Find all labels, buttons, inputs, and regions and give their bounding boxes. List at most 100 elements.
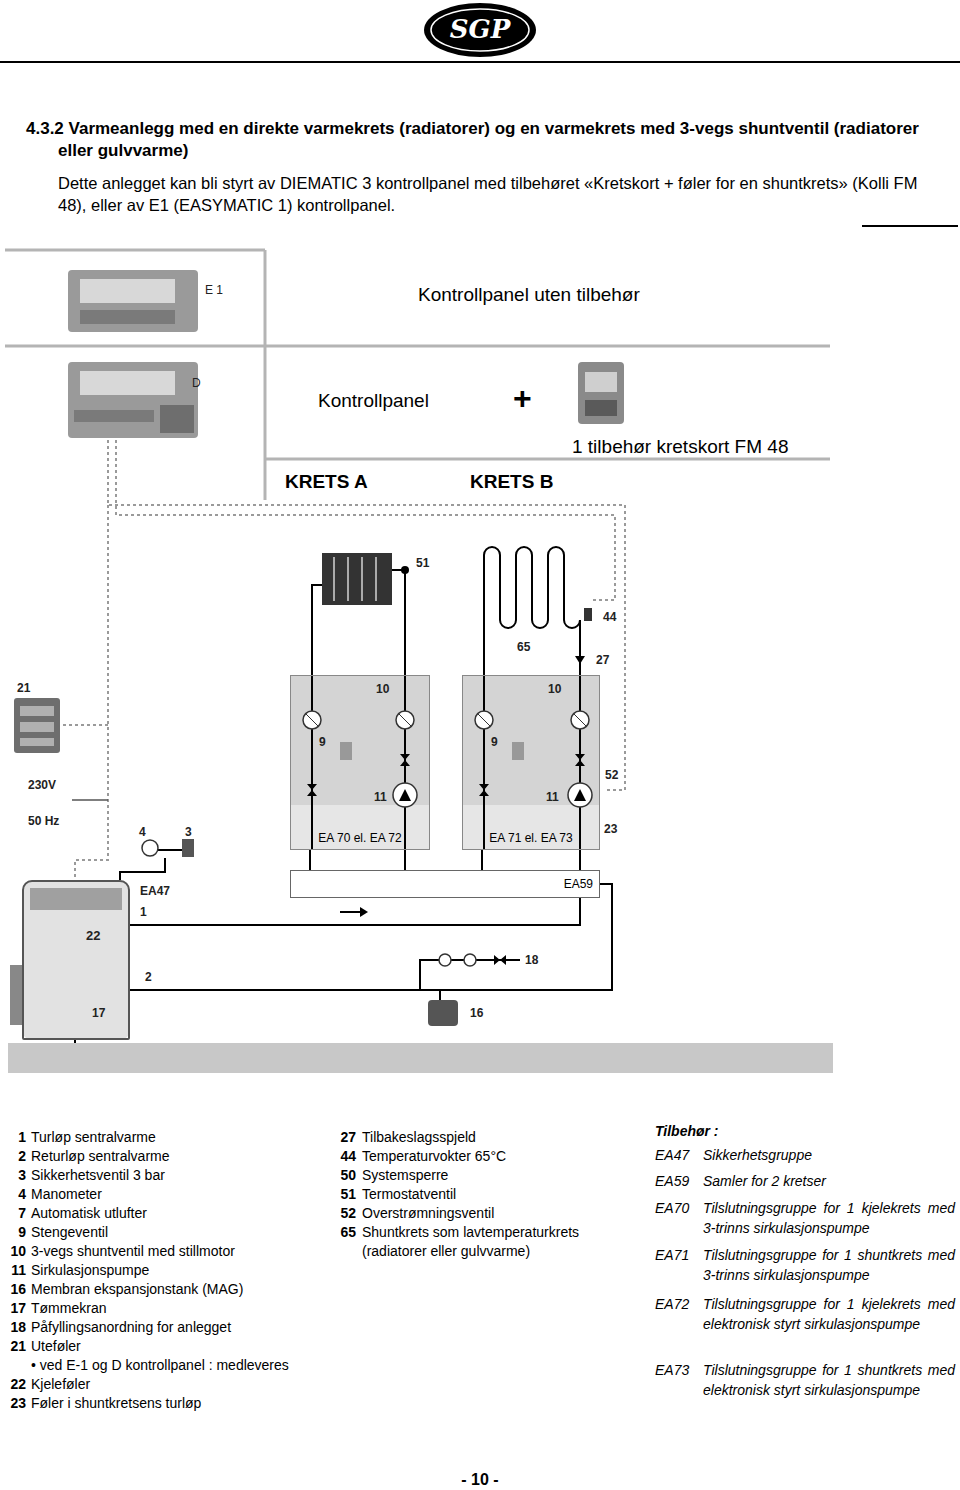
accessory-code: EA73: [655, 1360, 703, 1380]
logo-text: SGP: [426, 13, 534, 46]
pipe-connector: [130, 898, 580, 925]
connection-group: EA 70 el. EA 72: [290, 675, 430, 850]
accessory-text: Samler for 2 kretser: [703, 1171, 955, 1191]
legend-number: 44: [334, 1147, 356, 1166]
callout-number: 3: [185, 825, 199, 839]
legend-number: 23: [4, 1394, 26, 1413]
accessory-text: Sikkerhetsgruppe: [703, 1145, 955, 1165]
accessory-text: Tilslutningsgruppe for 1 shuntkrets med …: [703, 1245, 955, 1285]
callout-number: 11: [374, 790, 394, 804]
legend-number: 21: [4, 1337, 26, 1356]
callout-number: 10: [376, 682, 400, 696]
callout-number: 17: [92, 1006, 112, 1020]
accessory-code: EA71: [655, 1245, 703, 1265]
callout-number: 51: [416, 556, 440, 570]
legend-text: Temperaturvokter 65°C: [362, 1147, 642, 1166]
accessory-label: 1 tilbehør kretskort FM 48: [572, 435, 842, 459]
legend-number: 9: [4, 1223, 26, 1242]
legend-number: 3: [4, 1166, 26, 1185]
intro-paragraph: Dette anlegget kan bli styrt av DIEMATIC…: [58, 172, 943, 216]
legend-text: Turløp sentralvarme: [31, 1128, 331, 1147]
callout-number: 52: [605, 768, 625, 782]
node-label: 22: [86, 928, 100, 943]
boiler-box: 22: [22, 880, 130, 1040]
node-label: EA 70 el. EA 72: [318, 831, 401, 845]
legend-number: 27: [334, 1128, 356, 1147]
accessory-code: EA70: [655, 1198, 703, 1218]
legend-text: Tilbakeslagsspjeld: [362, 1128, 642, 1147]
legend-note: • ved E-1 og D kontrollpanel : medlevere…: [31, 1356, 331, 1375]
callout-number: 16: [470, 1006, 492, 1020]
legend-number: 4: [4, 1185, 26, 1204]
legend-text: Sikkerhetsventil 3 bar: [31, 1166, 331, 1185]
accessory-code: EA47: [655, 1145, 703, 1165]
legend-text: Overstrømningsventil: [362, 1204, 642, 1223]
callout-number: 9: [491, 735, 507, 749]
circuit-label: KRETS B: [470, 470, 590, 494]
band-heading: Kontrollpanel uten tilbehør: [418, 283, 748, 307]
plus-sign: +: [513, 382, 543, 414]
legend-number: 7: [4, 1204, 26, 1223]
callout-number: 44: [603, 610, 627, 624]
legend-number: 22: [4, 1375, 26, 1394]
legend-text: Stengeventil: [31, 1223, 331, 1242]
callout-number: 10: [548, 682, 572, 696]
pipe-connector: [481, 850, 483, 870]
legend-text: Sirkulasjonspumpe: [31, 1261, 331, 1280]
legend-number: 16: [4, 1280, 26, 1299]
panel-label: D: [192, 376, 222, 391]
callout-number: 9: [319, 735, 335, 749]
accessory-code: EA59: [655, 1171, 703, 1191]
legend-number: 11: [4, 1261, 26, 1280]
legend-number: 10: [4, 1242, 26, 1261]
legend-number: 1: [4, 1128, 26, 1147]
accessory-code: EA72: [655, 1294, 703, 1314]
collector-box: EA59: [290, 870, 600, 898]
callout-number: 4: [139, 825, 153, 839]
legend-number: 17: [4, 1299, 26, 1318]
legend-text: Uteføler: [31, 1337, 331, 1356]
legend-text: Tømmekran: [31, 1299, 331, 1318]
legend-text: Automatisk utlufter: [31, 1204, 331, 1223]
legend-text: Returløp sentralvarme: [31, 1147, 331, 1166]
circuit-label: KRETS A: [285, 470, 405, 494]
accessory-text: Tilslutningsgruppe for 1 kjelekrets med …: [703, 1294, 955, 1334]
accessory-text: Tilslutningsgruppe for 1 shuntkrets med …: [703, 1360, 955, 1400]
legend-text: Manometer: [31, 1185, 331, 1204]
legend-text: Påfyllingsanordning for anlegget: [31, 1318, 331, 1337]
accessory-heading: Tilbehør :: [655, 1122, 855, 1141]
callout-number: 18: [525, 953, 547, 967]
legend-text: 3-vegs shuntventil med stillmotor: [31, 1242, 331, 1261]
callout-number: EA47: [140, 884, 180, 898]
legend-number: 65: [334, 1223, 356, 1242]
legend-text: Shuntkrets som lavtemperaturkrets (radia…: [362, 1223, 642, 1261]
legend-text: Systemsperre: [362, 1166, 642, 1185]
pipe-connector: [309, 850, 311, 870]
callout-number: 27: [596, 653, 620, 667]
band-heading: Kontrollpanel: [318, 389, 478, 413]
page-number: - 10 -: [430, 1470, 530, 1490]
legend-text: Membran ekspansjonstank (MAG): [31, 1280, 331, 1299]
legend-number: 50: [334, 1166, 356, 1185]
frequency-label: 50 Hz: [28, 814, 72, 828]
callout-number: 21: [17, 681, 41, 695]
callout-number: 2: [145, 970, 159, 984]
accessory-text: Tilslutningsgruppe for 1 kjelekrets med …: [703, 1198, 955, 1238]
node-label: EA59: [564, 877, 593, 891]
callout-number: 1: [140, 905, 154, 919]
legend-text: Føler i shuntkretsens turløp: [31, 1394, 331, 1413]
callout-number: 11: [546, 790, 566, 804]
voltage-label: 230V: [28, 778, 72, 792]
legend-number: 51: [334, 1185, 356, 1204]
legend-number: 18: [4, 1318, 26, 1337]
legend-text: Termostatventil: [362, 1185, 642, 1204]
section-title: 4.3.2 Varmeanlegg med en direkte varmekr…: [26, 118, 942, 162]
legend-number: 52: [334, 1204, 356, 1223]
node-label: EA 71 el. EA 73: [489, 831, 572, 845]
connection-group: EA 71 el. EA 73: [462, 675, 600, 850]
callout-number: 65: [517, 640, 541, 654]
callout-number: 23: [604, 822, 624, 836]
legend-number: 2: [4, 1147, 26, 1166]
panel-label: E 1: [205, 283, 245, 298]
